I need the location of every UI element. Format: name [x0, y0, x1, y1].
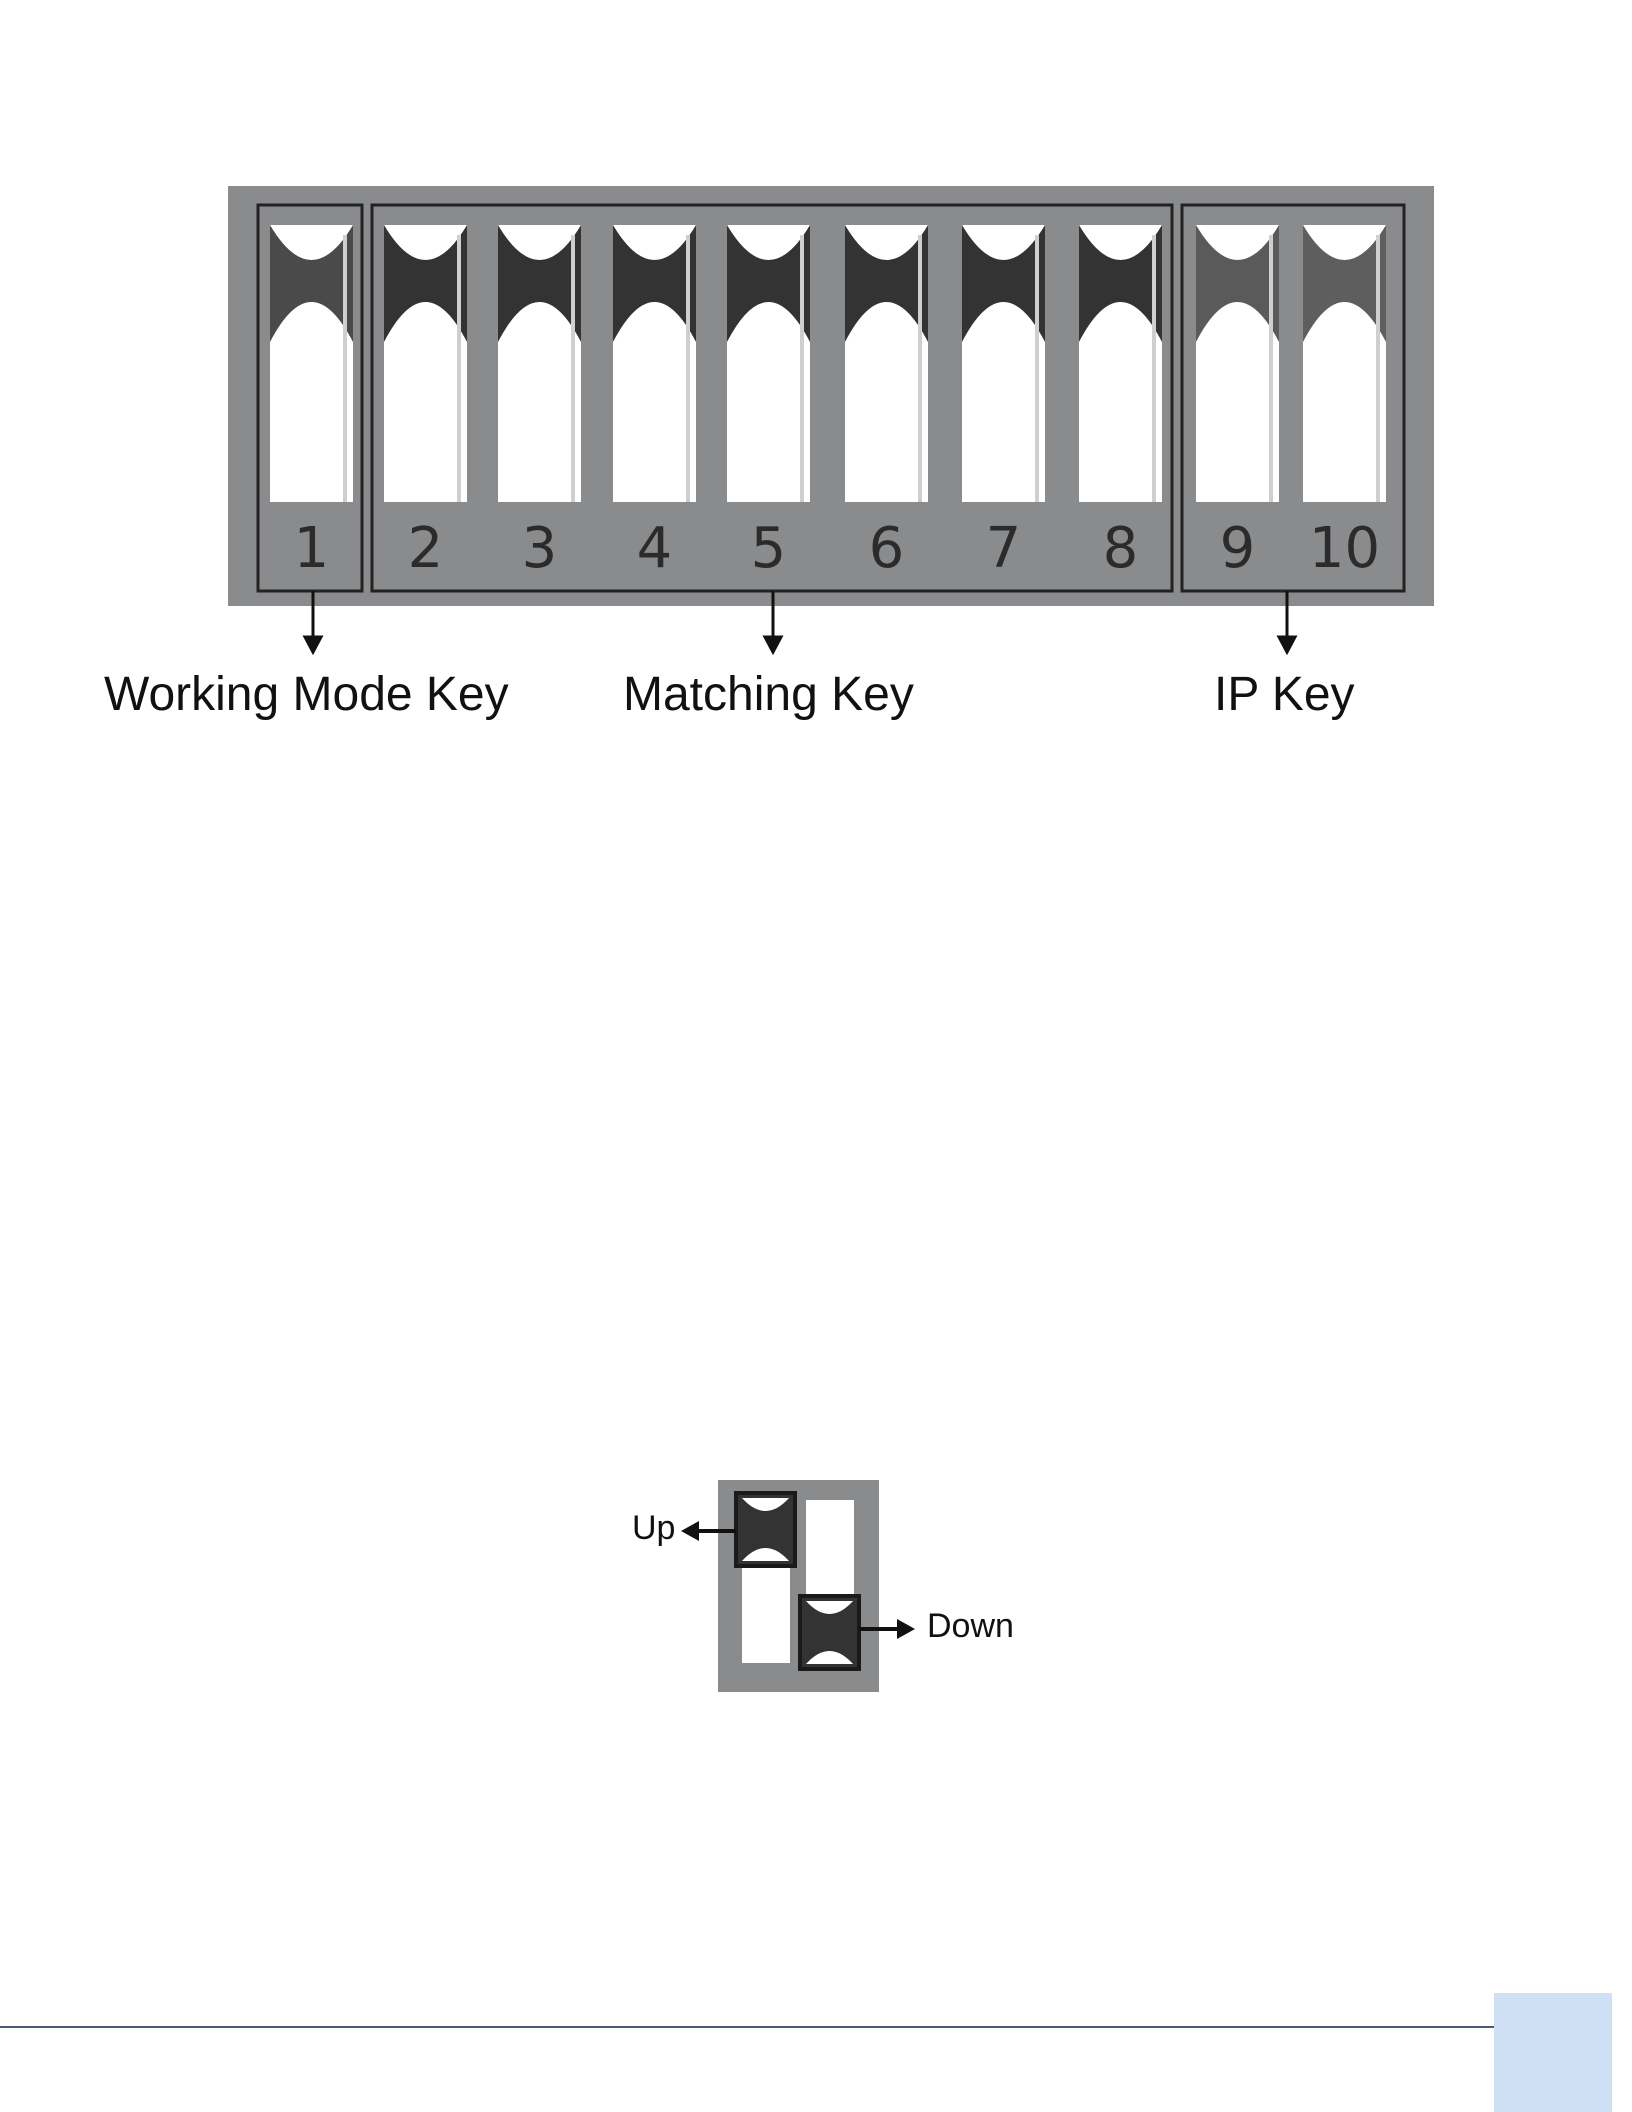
switch-number: 9 [1220, 516, 1256, 581]
switch-number: 5 [751, 516, 787, 581]
up-label: Up [632, 1509, 675, 1547]
switch-edge-shadow [571, 235, 575, 502]
switch-number: 7 [986, 516, 1022, 581]
down-arrowhead [897, 1619, 915, 1639]
switch-number: 8 [1103, 516, 1139, 581]
switch-number: 4 [637, 516, 673, 581]
dip-switch-diagram: 1 2 3 4 5 6 7 8 9 10 [228, 186, 1434, 606]
switch-edge-shadow [800, 235, 804, 502]
switch-number: 2 [408, 516, 444, 581]
down-label: Down [927, 1607, 1014, 1645]
switch-edge-shadow [457, 235, 461, 502]
ip-arrowhead [1279, 637, 1295, 652]
working-mode-arrowhead [305, 637, 321, 652]
switch-number: 1 [294, 516, 330, 581]
matching-arrowhead [765, 637, 781, 652]
ip-key-label: IP Key [1214, 668, 1355, 721]
switch-edge-shadow [1376, 235, 1380, 502]
matching-key-label: Matching Key [623, 668, 914, 721]
page-number-box [1494, 1993, 1612, 2112]
switch-edge-shadow [1152, 235, 1156, 502]
switch-number: 3 [522, 516, 558, 581]
switch-edge-shadow [918, 235, 922, 502]
up-arrowhead [681, 1521, 699, 1541]
switch-edge-shadow [1269, 235, 1273, 502]
switch-edge-shadow [1035, 235, 1039, 502]
switch-edge-shadow [343, 235, 347, 502]
switch-10: 10 [1303, 225, 1386, 581]
working-mode-key-label: Working Mode Key [104, 668, 509, 721]
switch-edge-shadow [686, 235, 690, 502]
switch-number: 6 [869, 516, 905, 581]
position-legend: Up Down [632, 1480, 1014, 1692]
switch-number: 10 [1309, 516, 1380, 581]
